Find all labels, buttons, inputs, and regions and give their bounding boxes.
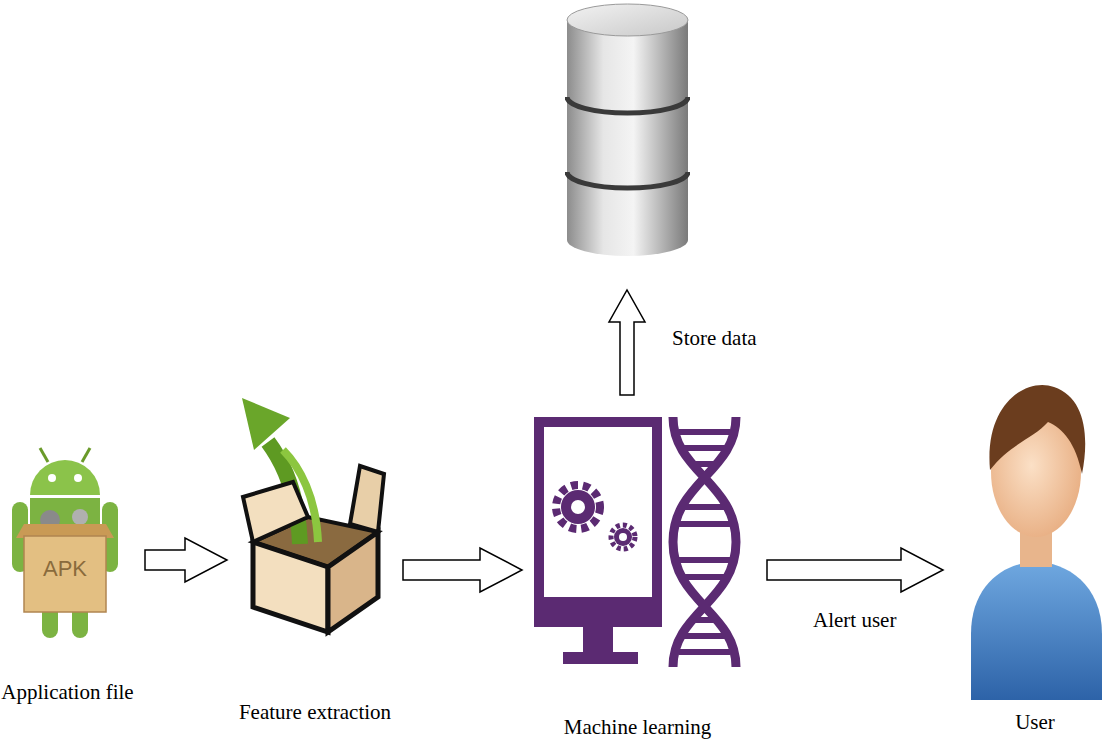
- block-arrow: [403, 548, 522, 592]
- edge-label: Alert user: [810, 608, 899, 633]
- node-caption: Machine learning: [530, 715, 745, 740]
- flow-label: Store data: [672, 326, 757, 351]
- node-caption: Feature extraction: [235, 700, 395, 725]
- node-caption: Application file: [0, 680, 137, 705]
- database-icon: [565, 2, 690, 260]
- machine-learning-icon: [533, 412, 743, 674]
- block-arrow: [145, 538, 227, 582]
- apk-icon: [10, 440, 120, 640]
- block-arrow: [767, 548, 943, 592]
- icon-node: Machine learning: [530, 410, 745, 740]
- icon-node: Feature extraction: [235, 390, 395, 725]
- icon-text: APK: [43, 556, 87, 582]
- open-box-icon: [238, 392, 388, 637]
- user-icon: [968, 372, 1105, 702]
- icon-node: User: [965, 370, 1105, 735]
- node-caption: User: [965, 710, 1105, 735]
